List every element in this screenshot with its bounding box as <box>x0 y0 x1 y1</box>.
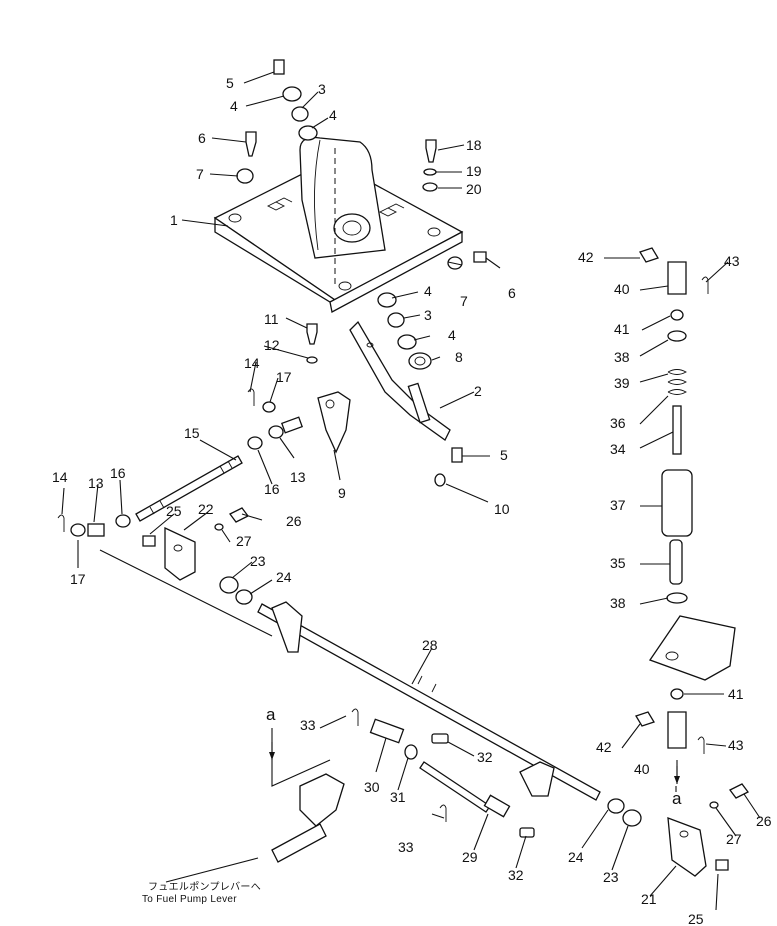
leader-lines <box>61 71 761 911</box>
callout-4: 4 <box>329 107 337 123</box>
note-english: To Fuel Pump Lever <box>142 894 237 905</box>
callout-labels: 5 4 3 4 6 7 1 18 19 20 7 6 4 3 4 8 2 5 1… <box>52 75 772 926</box>
callout-9: 9 <box>338 485 346 501</box>
callout-28: 28 <box>422 637 438 653</box>
callout-25: 25 <box>166 503 182 519</box>
callout-3: 3 <box>424 307 432 323</box>
callout-26: 26 <box>756 813 772 829</box>
callout-1: 1 <box>170 212 178 228</box>
callout-42: 42 <box>578 249 594 265</box>
callout-41: 41 <box>614 321 630 337</box>
callout-40: 40 <box>614 281 630 297</box>
callout-36: 36 <box>610 415 626 431</box>
callout-4: 4 <box>230 98 238 114</box>
callout-31: 31 <box>390 789 406 805</box>
callout-39: 39 <box>614 375 630 391</box>
callout-26: 26 <box>286 513 302 529</box>
callout-29: 29 <box>462 849 478 865</box>
callout-33: 33 <box>300 717 316 733</box>
callout-17: 17 <box>70 571 86 587</box>
callout-27: 27 <box>236 533 252 549</box>
fuel-pump-note: フュエルポンプレバーへ To Fuel Pump Lever <box>142 881 261 905</box>
callout-15: 15 <box>184 425 200 441</box>
bracket-22 <box>142 507 253 605</box>
callout-33: 33 <box>398 839 414 855</box>
callout-13: 13 <box>88 475 104 491</box>
callout-6: 6 <box>508 285 516 301</box>
cross-shaft-28 <box>99 549 601 801</box>
callout-7: 7 <box>196 166 204 182</box>
callout-38: 38 <box>614 349 630 365</box>
reference-markers <box>269 728 680 784</box>
pedal-lever-2 <box>349 320 451 441</box>
callout-10: 10 <box>494 501 510 517</box>
marker-a-right: a <box>672 789 682 808</box>
callout-13: 13 <box>290 469 306 485</box>
callout-40: 40 <box>634 761 650 777</box>
callout-41: 41 <box>728 686 744 702</box>
spring-assembly <box>635 247 736 782</box>
callout-27: 27 <box>726 831 742 847</box>
callout-5: 5 <box>226 75 234 91</box>
rod-15 <box>135 455 243 522</box>
callout-17: 17 <box>276 369 292 385</box>
callout-24: 24 <box>568 849 584 865</box>
callout-16: 16 <box>110 465 126 481</box>
callout-18: 18 <box>466 137 482 153</box>
callout-25: 25 <box>688 911 704 926</box>
callout-8: 8 <box>455 349 463 365</box>
callout-42: 42 <box>596 739 612 755</box>
callout-14: 14 <box>244 355 260 371</box>
callout-32: 32 <box>508 867 524 883</box>
marker-labels: a a <box>266 705 682 808</box>
callout-7: 7 <box>460 293 468 309</box>
small-hardware <box>236 59 487 487</box>
callout-4: 4 <box>448 327 456 343</box>
left-end-hardware <box>57 514 131 537</box>
callout-19: 19 <box>466 163 482 179</box>
callout-2: 2 <box>474 383 482 399</box>
note-japanese: フュエルポンプレバーへ <box>148 881 261 893</box>
callout-11: 11 <box>264 311 279 327</box>
callout-6: 6 <box>198 130 206 146</box>
callout-24: 24 <box>276 569 292 585</box>
callout-32: 32 <box>477 749 493 765</box>
marker-a-left: a <box>266 705 276 724</box>
callout-34: 34 <box>610 441 626 457</box>
callout-43: 43 <box>728 737 744 753</box>
callout-20: 20 <box>466 181 482 197</box>
callout-4: 4 <box>424 283 432 299</box>
pedal-boot-housing <box>299 136 386 285</box>
callout-35: 35 <box>610 555 626 571</box>
lower-levers <box>271 708 749 877</box>
callout-22: 22 <box>198 501 214 517</box>
callout-23: 23 <box>250 553 266 569</box>
callout-12: 12 <box>264 337 280 353</box>
callout-16: 16 <box>264 481 280 497</box>
callout-3: 3 <box>318 81 326 97</box>
callout-14: 14 <box>52 469 68 485</box>
callout-30: 30 <box>364 779 380 795</box>
callout-38: 38 <box>610 595 626 611</box>
callout-5: 5 <box>500 447 508 463</box>
callout-43: 43 <box>724 253 740 269</box>
callout-21: 21 <box>641 891 657 907</box>
callout-23: 23 <box>603 869 619 885</box>
callout-37: 37 <box>610 497 626 513</box>
